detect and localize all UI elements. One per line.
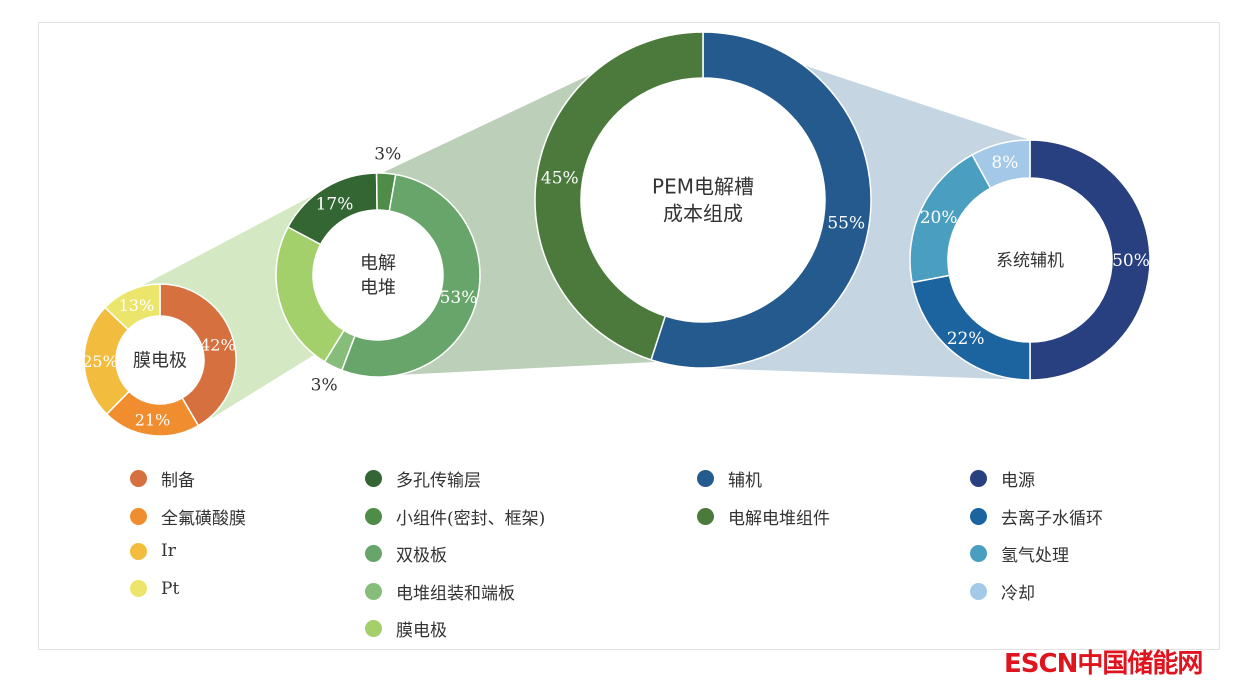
legend-swatch — [697, 470, 714, 487]
legend-label: 冷却 — [1001, 583, 1035, 604]
legend-item: 冷却 — [970, 579, 1035, 604]
legend-item: 电解电堆组件 — [697, 504, 830, 529]
stack-donut: 17% 3% 53% 3% 电解电堆 — [275, 144, 481, 395]
legend-label: 小组件(密封、框架) — [396, 508, 546, 529]
membrane-donut: 42% 21% 25% 13% 膜电极 — [82, 283, 237, 437]
legend-item: 电源 — [970, 466, 1035, 491]
slice-label: 13% — [119, 296, 155, 315]
slice-label: 42% — [200, 335, 236, 354]
slice-label: 3% — [311, 375, 338, 395]
donut-title: 电堆 — [360, 277, 396, 298]
legend-label: 电源 — [1001, 471, 1035, 491]
legend-label: 膜电极 — [396, 621, 447, 641]
legend-swatch — [130, 507, 147, 525]
legend-label: Pt — [161, 578, 180, 599]
escn-logo: ESCN中国储能网 — [1004, 649, 1203, 679]
slice-label: 17% — [316, 195, 354, 215]
slice-label: 53% — [440, 288, 478, 308]
donut-slice — [534, 31, 704, 361]
legend-swatch — [365, 545, 382, 562]
legend-label: 电解电堆组件 — [728, 508, 830, 529]
legend-label: 制备 — [161, 471, 195, 491]
donut-slice — [340, 173, 481, 378]
slice-label: 50% — [1112, 251, 1150, 271]
donut-title: 电解 — [360, 253, 396, 274]
legend-label: 多孔传输层 — [396, 471, 481, 491]
legend-item: 多孔传输层 — [365, 466, 481, 491]
donut-slice — [159, 283, 237, 427]
legend-item: 去离子水循环 — [970, 504, 1103, 529]
donut-slice — [1029, 139, 1151, 381]
legend-item: 全氟磺酸膜 — [130, 504, 246, 529]
legend-swatch — [970, 470, 987, 487]
slice-label: 22% — [947, 329, 985, 349]
slice-label: 25% — [82, 352, 118, 371]
legend-swatch — [365, 507, 382, 525]
donut-slice — [103, 283, 161, 331]
legend-swatch — [130, 542, 147, 560]
legend-item: 小组件(密封、框架) — [365, 504, 545, 529]
legend-swatch — [697, 507, 714, 525]
donut-title: PEM电解槽 — [652, 175, 754, 199]
legend-item: 电堆组装和端板 — [365, 579, 515, 604]
legend-item: Ir — [130, 541, 176, 561]
slice-label: 3% — [374, 144, 401, 164]
donut-slice — [275, 226, 345, 363]
legend-item: 双极板 — [365, 541, 447, 566]
legend-label: 全氟磺酸膜 — [161, 508, 246, 529]
legend-swatch — [365, 582, 382, 600]
donut-slice — [971, 139, 1031, 190]
donut-slice — [650, 31, 872, 369]
legend-item: 制备 — [130, 466, 195, 491]
legend-swatch — [130, 580, 147, 597]
legend-swatch — [970, 582, 987, 600]
figure-frame — [38, 22, 1220, 650]
legend-item: 辅机 — [697, 466, 762, 491]
legend-item: 氢气处理 — [970, 541, 1069, 566]
slice-label: 21% — [135, 411, 171, 430]
legend-swatch — [970, 507, 987, 525]
legend-label: 双极板 — [396, 546, 447, 566]
legend-item: Pt — [130, 579, 179, 599]
legend-swatch — [365, 470, 382, 487]
legend-label: Ir — [161, 541, 176, 561]
legend-item: 膜电极 — [365, 616, 447, 641]
legend-swatch — [130, 470, 147, 487]
legend-label: 氢气处理 — [1001, 546, 1069, 566]
legend-swatch — [970, 545, 987, 562]
donut-title: 成本组成 — [663, 202, 743, 226]
slice-label: 8% — [991, 153, 1018, 173]
legend-label: 电堆组装和端板 — [396, 583, 515, 604]
legend-label: 去离子水循环 — [1001, 508, 1103, 529]
legend-label: 辅机 — [728, 471, 762, 491]
donut-title: 膜电极 — [133, 350, 187, 371]
donut-background — [535, 32, 871, 368]
slice-label: 55% — [827, 214, 865, 234]
slice-label: 20% — [920, 208, 958, 228]
donut-title: 系统辅机 — [996, 251, 1064, 271]
legend-swatch — [365, 620, 382, 637]
slice-label: 45% — [541, 168, 579, 188]
auxiliary-donut: 50% 22% 20% 8% 系统辅机 — [909, 139, 1151, 381]
